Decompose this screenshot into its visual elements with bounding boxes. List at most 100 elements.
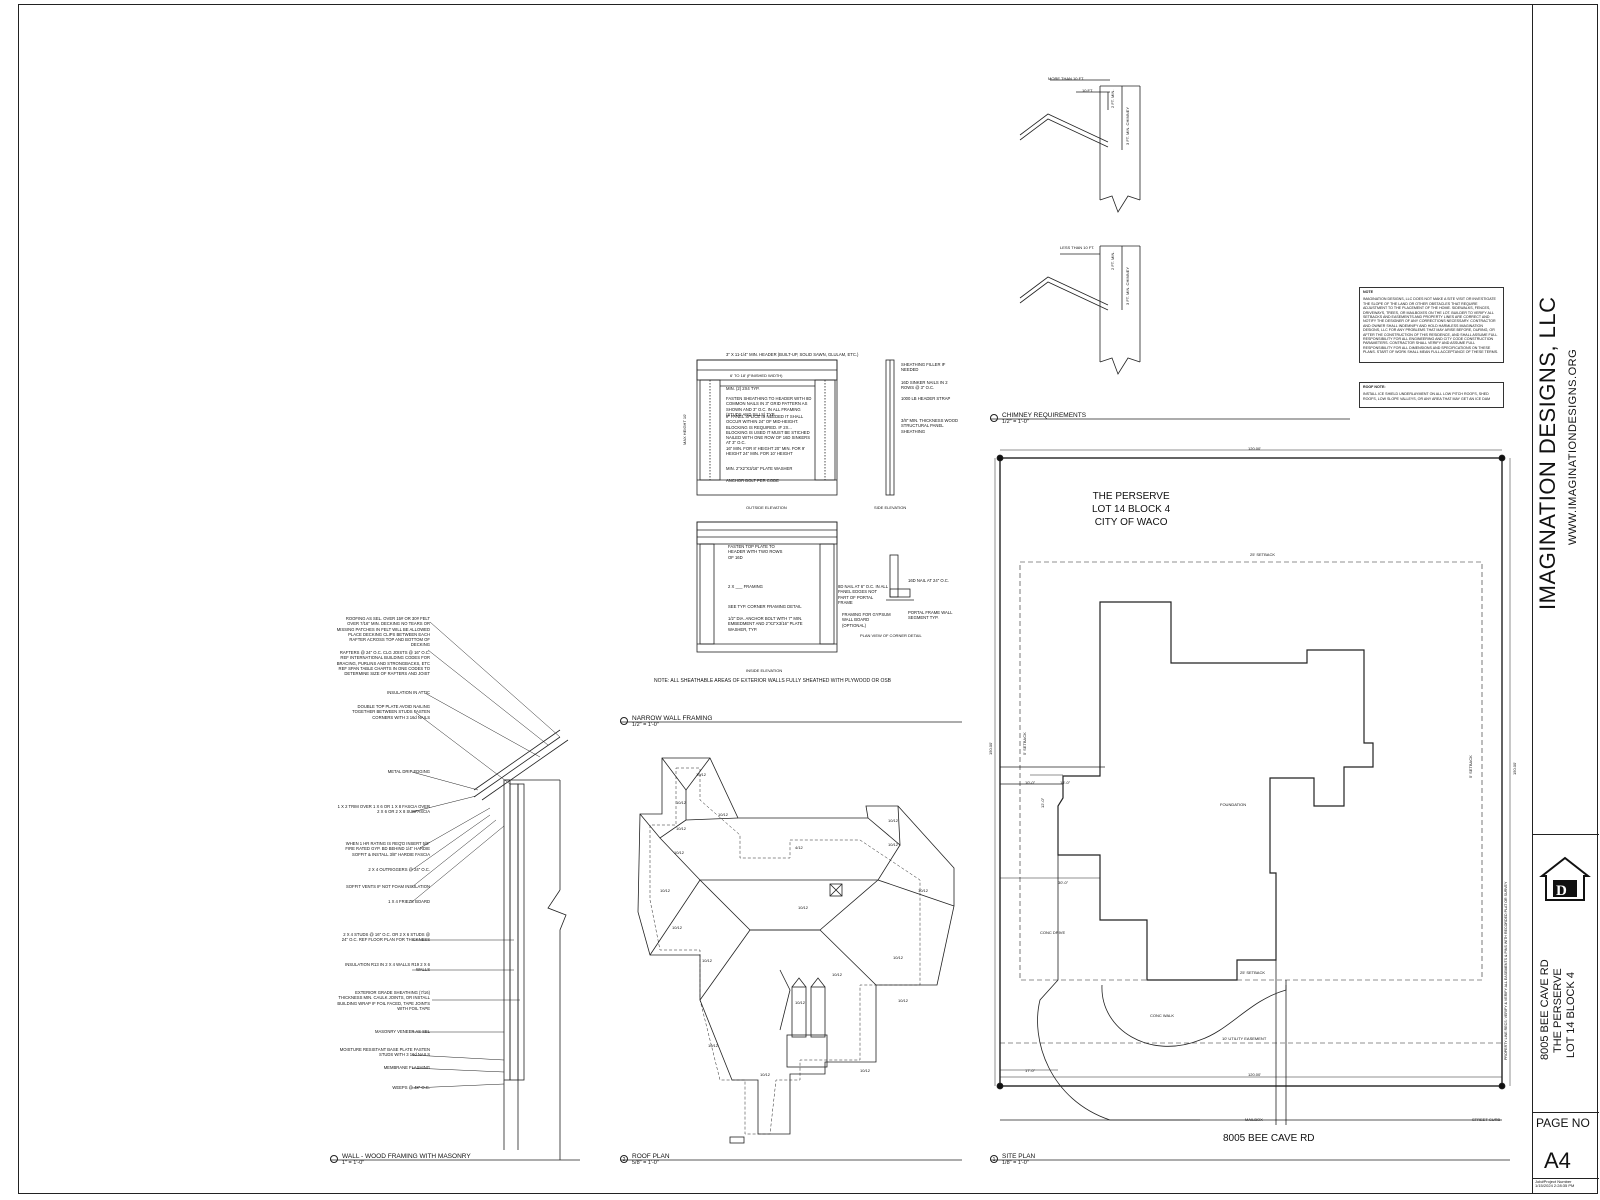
lot-line-1: THE PERSERVE bbox=[1092, 491, 1170, 502]
side-callout-2: 16D SINKER NAILS IN 2 ROWS @ 3" O.C. bbox=[901, 380, 948, 391]
outside-callout-7: ANCHOR BOLT PER CODE bbox=[726, 478, 779, 483]
title-block bbox=[1532, 4, 1599, 1194]
wall-callout-9: SOFFIT VENTS IF NOT FOAM INSULATION bbox=[346, 884, 430, 889]
top-property-dim: 120.00' bbox=[1248, 446, 1261, 451]
roof-pitch: 10/12 bbox=[898, 998, 909, 1003]
corner-plan-view bbox=[886, 554, 914, 601]
wall-callout-3: INSULATION IN ATTIC bbox=[387, 690, 430, 695]
roof-plan-drawing bbox=[637, 757, 955, 1144]
wall-callout-15: MOISTURE RESISTANT BASE PLATE FASTEN STU… bbox=[339, 1047, 430, 1058]
wall-callout-12: INSULATION R13 IN 2 X 4 WALLS R19 2 X 6 … bbox=[345, 962, 430, 973]
chimney-3ft: 3 FT. MIN. CHIMNEY bbox=[1125, 106, 1130, 145]
chimney-detail-bottom bbox=[1019, 245, 1141, 375]
outside-callout-3: FASTEN SHEATHING TO HEADER WITH 8D COMMO… bbox=[726, 396, 812, 417]
narrow-callout-circle bbox=[620, 717, 628, 725]
wall-callout-8: 2 X 4 OUTRIGGERS @ 24" O.C. bbox=[368, 867, 430, 872]
wall-scale: 1" = 1'-0" bbox=[342, 1160, 365, 1166]
walk-label: CONC WALK bbox=[1150, 1013, 1175, 1018]
narrow-scale: 1/2" = 1'-0" bbox=[632, 722, 659, 728]
plan-view-label: PLAN VIEW OF CORNER DETAIL bbox=[860, 633, 922, 638]
finished-width-label: 6' TO 18' (FINISHED WIDTH) bbox=[730, 373, 783, 378]
chimney-more-than: MORE THAN 10 FT. bbox=[1048, 76, 1085, 81]
roof-pitch: 10/12 bbox=[893, 955, 904, 960]
outside-callout-6: MIN. 2"X2"X3/16" PLATE WASHER bbox=[726, 466, 793, 471]
general-note-box: NOTE IMAGINATION DESIGNS, LLC DOES NOT M… bbox=[1359, 287, 1504, 363]
plan-callout-3: FRAMING FOR GYPSUM WALL BOARD (OPTIONAL) bbox=[842, 612, 891, 628]
left-side-setback: 5' SETBACK bbox=[1022, 732, 1027, 755]
site-scale: 1/8" = 1'-0" bbox=[1002, 1160, 1029, 1166]
wall-callout-17: WEEPS @ 48" O.C. bbox=[392, 1085, 430, 1090]
lot-description: THE PERSERVE LOT 14 BLOCK 4 CITY OF WACO bbox=[1092, 490, 1170, 529]
wall-section-leaders bbox=[411, 621, 561, 1089]
outside-elevation-label: OUTSIDE ELEVATION bbox=[746, 505, 787, 510]
chimney-2ft: 2 FT. MIN. bbox=[1110, 89, 1115, 108]
chimney-callout-circle bbox=[990, 414, 998, 422]
inside-callout-2: 2 X ___ FRAMING bbox=[728, 584, 763, 589]
plan-callout-2: 16D NAIL AT 24" O.C. bbox=[908, 578, 949, 583]
street-name: 8005 BEE CAVE RD bbox=[1223, 1133, 1315, 1144]
roof-pitch: 10/12 bbox=[718, 812, 729, 817]
roof-title-text: ROOF PLAN bbox=[632, 1153, 670, 1160]
plan-callout-1: 8D NAIL AT 6" O.C. IN ALL PANEL EDGES NO… bbox=[838, 584, 888, 605]
wall-callout-4: DOUBLE TOP PLATE AVOID NAILING TOGETHER … bbox=[352, 704, 430, 720]
chimney-title-text: CHIMNEY REQUIREMENTS bbox=[1002, 412, 1087, 419]
roof-pitch: 10/12 bbox=[676, 800, 687, 805]
sheathing-note: NOTE: ALL SHEATHABLE AREAS OF EXTERIOR W… bbox=[654, 678, 891, 684]
left-property-dim: 150.00' bbox=[988, 742, 993, 755]
site-plan-drawing bbox=[994, 449, 1511, 1125]
side-callout-1: SHEATHING FILLER IF NEEDED bbox=[901, 362, 946, 373]
roof-pitch: 10/12 bbox=[795, 1000, 806, 1005]
mailbox-label: MAILBOX bbox=[1245, 1117, 1263, 1122]
roof-pitch: 10/12 bbox=[760, 1072, 771, 1077]
foundation-label: FOUNDATION bbox=[1220, 802, 1247, 807]
chimney-10ft: 10 FT. bbox=[1082, 88, 1094, 93]
dim-30: 30'-0" bbox=[1058, 880, 1069, 885]
roof-pitch: 10/12 bbox=[702, 958, 713, 963]
wall-title-text: WALL - WOOD FRAMING WITH MASONRY bbox=[342, 1153, 471, 1160]
wall-callout-6: 1 X 2 TRIM OVER 1 X 6 OR 1 X 8 FASCIA OV… bbox=[337, 804, 430, 815]
roof-callout-circle: 2 bbox=[620, 1155, 628, 1163]
job-info: Job#Project Number 1/15/2024 2:28:35 PM bbox=[1535, 1180, 1574, 1188]
roof-pitch: 10/12 bbox=[672, 925, 683, 930]
roof-pitch: 10/12 bbox=[832, 972, 843, 977]
rear-setback: 25' SETBACK bbox=[1250, 552, 1275, 557]
page-value: A4 bbox=[1544, 1148, 1571, 1173]
note-text: IMAGINATION DESIGNS, LLC DOES NOT MAKE A… bbox=[1363, 297, 1499, 355]
inside-callout-3: SEE TYP. CORNER FRAMING DETAIL bbox=[728, 604, 802, 609]
chimney-2ft-b: 2 FT. MIN. bbox=[1110, 251, 1115, 270]
chimney-scale: 1/2" = 1'-0" bbox=[1002, 419, 1029, 425]
roof-scale: 5/8" = 1'-0" bbox=[632, 1160, 659, 1166]
dim-15: 15'-0" bbox=[1060, 780, 1071, 785]
plan-callout-4: PORTAL FRAME WALL SEGMENT TYP. bbox=[908, 610, 953, 621]
inside-elevation-label: INSIDE ELEVATION bbox=[746, 668, 783, 673]
outside-callout-5: 16" MIN. FOR 8' HEIGHT 20" MIN. FOR 9' H… bbox=[726, 446, 805, 457]
curb-label: STREET CURB bbox=[1472, 1117, 1501, 1122]
outside-callout-1: 3" X 11-1/4" MIN. HEADER (BUILT-UP, SOLI… bbox=[726, 352, 859, 357]
property-line-note: PROPERTY LINE RECS: VERIFY & VERIFY ALL … bbox=[1504, 881, 1508, 1060]
chimney-less-than: LESS THAN 10 FT. bbox=[1060, 245, 1095, 250]
wall-callout-2: RAFTERS @ 24" O.C. CLG JOISTS @ 16" O.C.… bbox=[336, 650, 430, 677]
wall-callout-11: 2 X 4 STUDS @ 16" O.C. OR 2 X 6 STUDS @ … bbox=[341, 932, 430, 943]
page-label: PAGE NO bbox=[1536, 1116, 1590, 1130]
roof-pitch: 10/12 bbox=[674, 850, 685, 855]
sheet-border bbox=[18, 4, 1598, 1194]
wall-section-drawing bbox=[411, 621, 569, 1160]
wall-callout-14: MASONRY VENEER AS SEL bbox=[374, 1029, 430, 1034]
dim-17: 17'-0" bbox=[1025, 1068, 1036, 1073]
roof-pitch: 10/12 bbox=[798, 905, 809, 910]
dim-12: 12'-0" bbox=[1040, 797, 1045, 808]
roof-pitch: 10/12 bbox=[860, 1068, 871, 1073]
wall-callout-7: WHEN 1 HR RATING IS REQ'D INSERT 5/8" FI… bbox=[345, 841, 430, 857]
chimney-3ft-b: 3 FT. MIN. CHIMNEY bbox=[1125, 266, 1130, 305]
wall-callout-13: EXTERIOR GRADE SHEATHING (7/16) THICKNES… bbox=[337, 990, 430, 1011]
inside-elevation bbox=[696, 521, 838, 653]
roof-note-box: ROOF NOTE: INSTALL ICE SHIELD UNDERLAYME… bbox=[1359, 382, 1504, 408]
side-elevation bbox=[885, 359, 895, 496]
outside-elevation bbox=[696, 359, 838, 496]
max-height-label: MAX HEIGHT 10' bbox=[682, 413, 687, 445]
chimney-detail-top bbox=[1019, 79, 1141, 213]
